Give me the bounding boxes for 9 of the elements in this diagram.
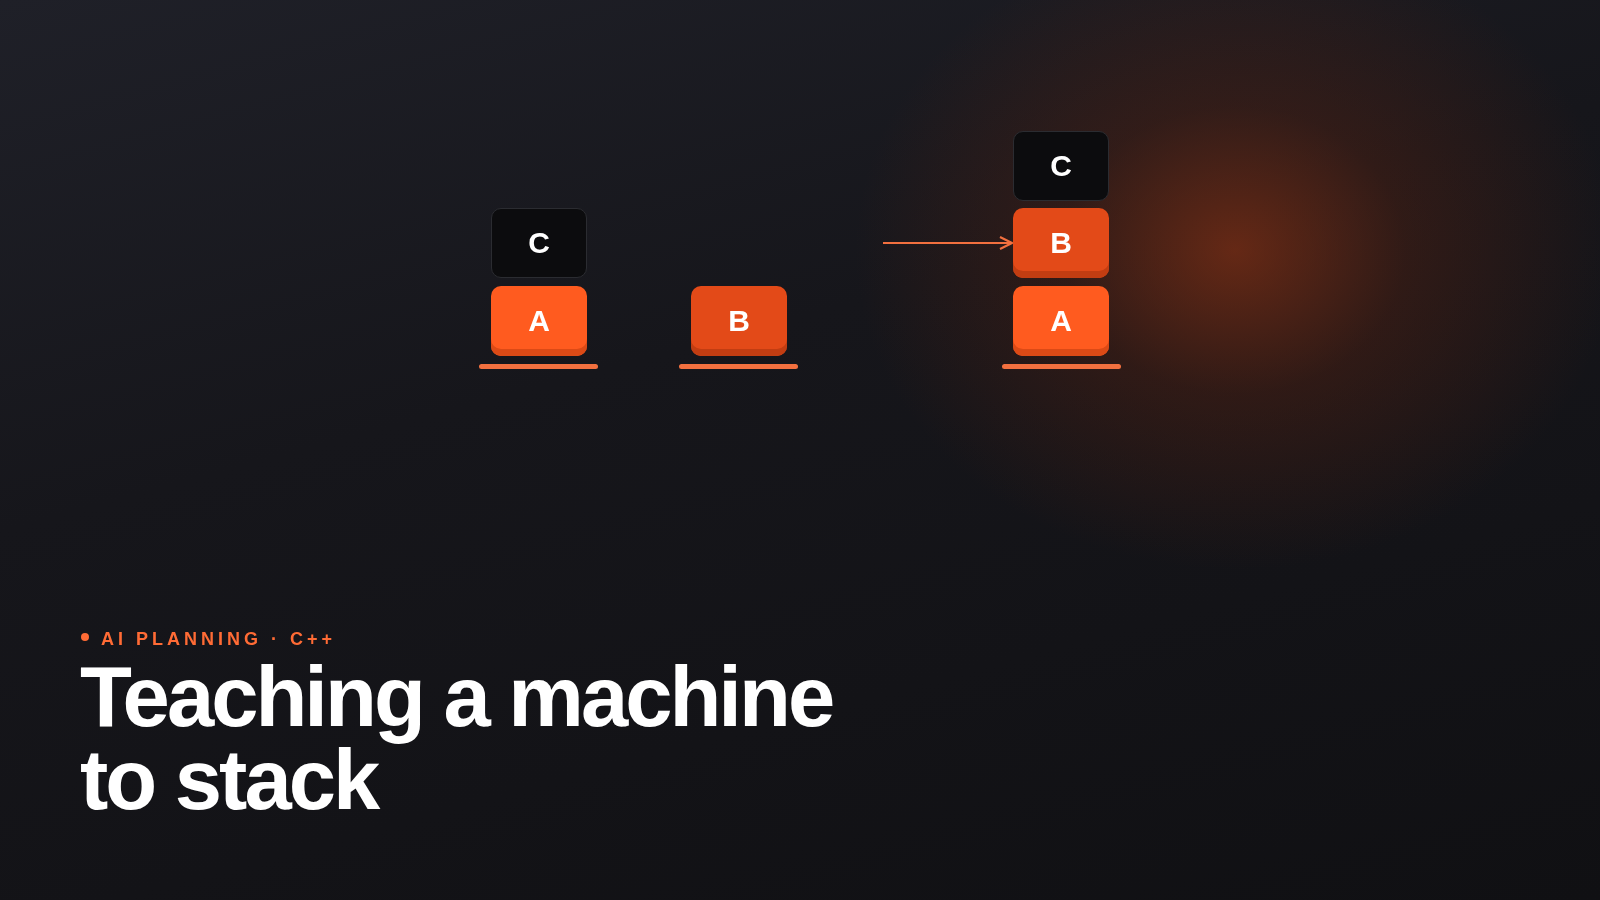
stack-block: C bbox=[1013, 131, 1109, 201]
kicker-text: AI PLANNING · C++ bbox=[101, 630, 337, 648]
stack-block: B bbox=[691, 286, 787, 356]
title: Teaching a machine to stack bbox=[80, 655, 834, 821]
stack-block: B bbox=[1013, 208, 1109, 278]
stack-block: A bbox=[491, 286, 587, 356]
stack-block: A bbox=[1013, 286, 1109, 356]
stack-block: C bbox=[491, 208, 587, 278]
arrow bbox=[883, 235, 1014, 251]
